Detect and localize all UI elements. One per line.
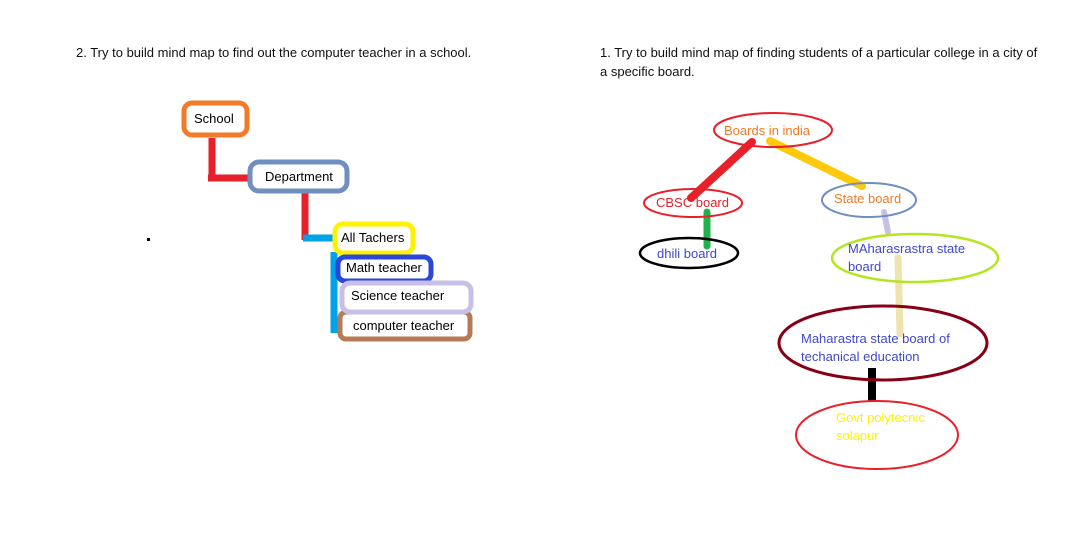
node-govt-polytechnic: Govt polytecnic solapur — [795, 400, 959, 470]
node-science-teacher-label: Science teacher — [351, 288, 445, 303]
node-math-teacher: Math teacher — [335, 254, 434, 284]
node-department: Department — [247, 159, 350, 194]
left-map-connectors — [208, 138, 338, 333]
node-school-label: School — [194, 111, 234, 126]
node-maharashtra-line2: board — [848, 259, 881, 274]
node-computer-teacher-label: computer teacher — [353, 318, 455, 333]
node-boards-in-india-label: Boards in india — [724, 123, 811, 138]
node-maharashtra-state-board: MAharasrastra state board — [830, 232, 1000, 284]
node-state-board-label: State board — [834, 191, 901, 206]
node-computer-teacher: computer teacher — [337, 309, 473, 342]
node-maharashtra-technical-board: Maharastra state board of techanical edu… — [777, 304, 989, 382]
node-science-teacher: Science teacher — [339, 280, 474, 315]
node-technical-line2: techanical education — [801, 349, 920, 364]
node-department-label: Department — [265, 169, 333, 184]
connector-boards-state — [766, 137, 866, 190]
node-govt-line1: Govt polytecnic — [836, 410, 925, 425]
node-cbsc-board: CBSC board — [643, 188, 743, 218]
node-all-teachers-label: All Tachers — [341, 230, 405, 245]
node-boards-in-india: Boards in india — [713, 112, 833, 148]
node-school: School — [181, 100, 250, 138]
right-map-heading: 1. Try to build mind map of finding stud… — [600, 45, 1038, 79]
connector-maharashtra-technical — [894, 254, 904, 338]
node-dhili-board: dhili board — [638, 236, 740, 270]
node-maharashtra-line1: MAharasrastra state — [848, 241, 965, 256]
node-dhili-board-label: dhili board — [657, 246, 717, 261]
node-cbsc-board-label: CBSC board — [656, 195, 729, 210]
node-state-board: State board — [821, 182, 917, 218]
node-govt-line2: solapur — [836, 428, 879, 443]
node-all-teachers: All Tachers — [332, 221, 416, 256]
node-technical-line1: Maharastra state board of — [801, 331, 950, 346]
node-math-teacher-label: Math teacher — [346, 260, 423, 275]
stray-dot — [147, 238, 150, 241]
left-map-heading: 2. Try to build mind map to find out the… — [76, 45, 472, 60]
